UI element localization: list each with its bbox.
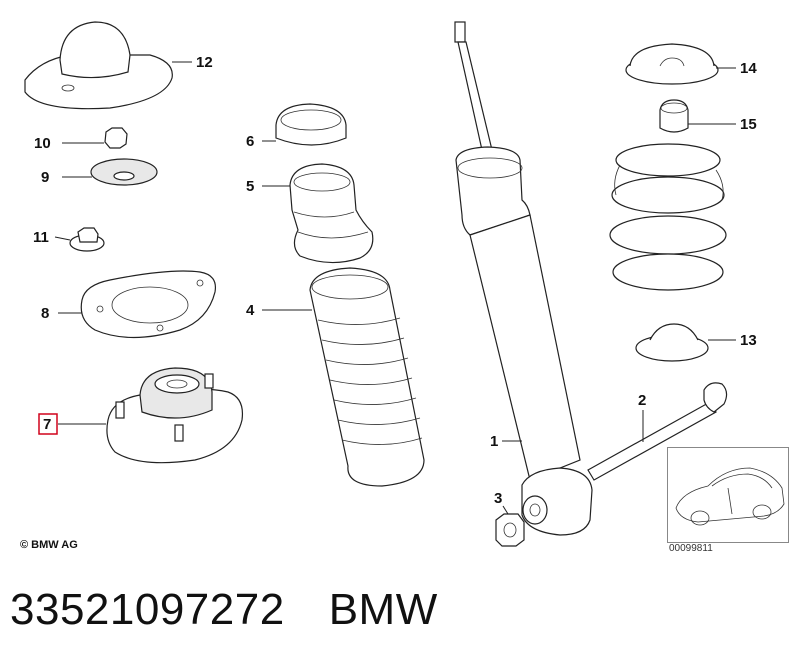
callout-2: 2	[638, 392, 646, 409]
copyright-text: © BMW AG	[20, 539, 78, 551]
part-3-nut	[495, 513, 525, 547]
callout-10: 10	[34, 135, 51, 152]
part-9-washer	[90, 158, 158, 186]
part-11-flange-nut	[69, 227, 105, 252]
callout-9: 9	[41, 169, 49, 186]
part-1-shock-absorber	[454, 21, 593, 536]
part-13-spring-pad	[635, 323, 709, 362]
callout-6: 6	[246, 133, 254, 150]
coil-spring	[609, 143, 727, 291]
callout-5: 5	[246, 178, 254, 195]
callout-8: 8	[41, 305, 49, 322]
part-2-bolt	[587, 382, 728, 481]
part-4-bellows	[309, 267, 425, 487]
part-10-nut	[104, 127, 128, 149]
part-7-strut-mount	[106, 367, 244, 464]
vehicle-thumbnail	[667, 447, 789, 543]
car-outline-icon	[675, 467, 785, 526]
part-caption: 33521097272 BMW	[10, 585, 482, 635]
highlight-box-7	[38, 413, 58, 435]
callout-4: 4	[246, 302, 255, 319]
part-6-rubber-cap	[275, 103, 347, 146]
callout-1: 1	[490, 433, 498, 450]
callout-3: 3	[494, 490, 502, 507]
part-12-cap	[24, 21, 173, 110]
brand-name: BMW	[328, 585, 438, 634]
callout-7: 7	[43, 416, 51, 433]
callout-11: 11	[33, 229, 49, 246]
part-number: 33521097272	[10, 585, 285, 634]
part-8-gasket	[80, 270, 217, 339]
part-14-spring-seat	[625, 43, 719, 85]
callout-13: 13	[740, 332, 757, 349]
diagram-reference-number: 00099811	[669, 543, 713, 554]
callout-12: 12	[196, 54, 213, 71]
callout-14: 14	[740, 60, 757, 77]
part-5-bump-stop	[289, 163, 374, 264]
part-15-bushing	[659, 99, 689, 133]
callout-15: 15	[740, 116, 757, 133]
